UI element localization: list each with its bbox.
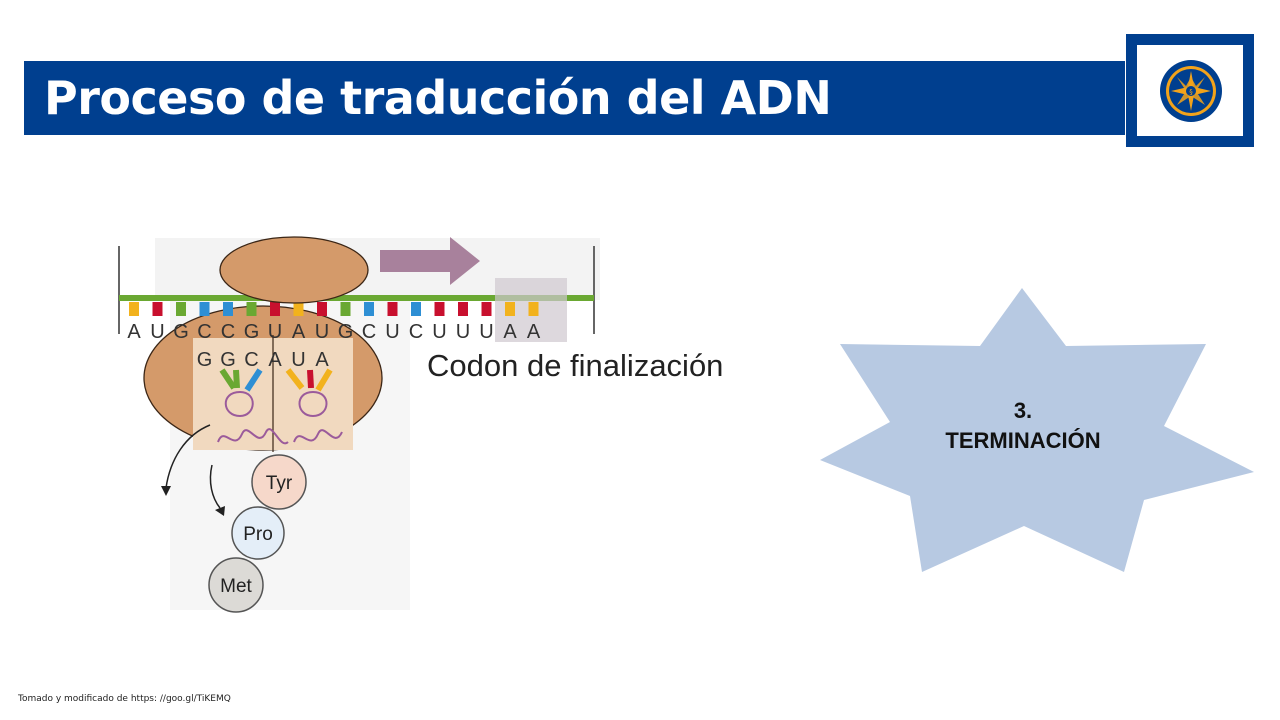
nucleotide-tick [246, 302, 257, 316]
nucleotide-tick [458, 302, 468, 316]
mrna-nucleotide: C [197, 321, 211, 343]
amino-acid-met: Met [208, 557, 264, 613]
anticodon-nucleotide: C [244, 349, 258, 371]
stage-name: TERMINACIÓN [945, 428, 1101, 453]
nucleotide-ticks [129, 302, 539, 316]
anticodon-nucleotide: U [291, 349, 305, 371]
stage-star-shape [820, 288, 1254, 572]
nucleotide-tick [152, 302, 163, 316]
nucleotide-tick [528, 302, 539, 316]
logo-background: § [1137, 45, 1243, 136]
anticodon-nucleotide: A [315, 349, 329, 371]
ribosome-small-subunit [219, 236, 369, 304]
mrna-nucleotide: U [385, 321, 399, 343]
mrna-nucleotide: A [503, 321, 517, 343]
stage-label: 3. TERMINACIÓN [918, 396, 1128, 456]
mrna-nucleotide: A [527, 321, 541, 343]
mrna-nucleotide: U [456, 321, 470, 343]
nucleotide-tick [176, 302, 186, 316]
nucleotide-tick [434, 302, 445, 316]
anticodon-nucleotide: G [220, 349, 236, 371]
source-citation: Tomado y modificado de https: //goo.gl/T… [18, 694, 231, 704]
university-seal-icon: § [1160, 60, 1222, 122]
nucleotide-tick [340, 302, 351, 316]
amino-acid-pro: Pro [231, 506, 285, 560]
mrna-nucleotide: C [362, 321, 376, 343]
amino-acid-tyr: Tyr [251, 454, 307, 510]
mrna-nucleotide: G [173, 321, 189, 343]
stage-number: 3. [1013, 398, 1033, 423]
trna-a-site [285, 368, 343, 443]
nucleotide-tick [505, 302, 515, 316]
stop-codon-label: Codon de finalización [427, 348, 724, 383]
page-title: Proceso de traducción del ADN [44, 71, 832, 125]
ribosome-a-site [273, 338, 353, 450]
nucleotide-tick [129, 302, 139, 316]
mrna-nucleotide: A [127, 321, 141, 343]
nucleotide-tick [481, 302, 492, 316]
nucleotide-tick [293, 302, 304, 316]
trna-p-site [217, 368, 289, 445]
anticodon-nucleotide: A [268, 349, 282, 371]
nucleotide-tick [199, 302, 210, 316]
nucleotide-tick [223, 302, 233, 316]
mrna-strand [119, 295, 594, 301]
nucleotide-tick [317, 302, 327, 316]
release-arrows [161, 424, 225, 516]
title-bar: Proceso de traducción del ADN [24, 61, 1125, 135]
anticodon-nucleotide: G [197, 349, 213, 371]
nucleotide-tick [364, 302, 374, 316]
mrna-nucleotide: C [221, 321, 235, 343]
mrna-nucleotide: G [244, 321, 260, 343]
mrna-nucleotide: U [315, 321, 329, 343]
nucleotide-tick [387, 302, 398, 316]
nucleotide-tick [411, 302, 421, 316]
mrna-nucleotide: A [292, 321, 306, 343]
mrna-nucleotide: U [150, 321, 164, 343]
direction-arrow [380, 237, 480, 285]
svg-text:§: § [1189, 88, 1193, 96]
mrna-nucleotide: U [432, 321, 446, 343]
amino-acid-label: Met [220, 576, 252, 597]
mrna-nucleotide: C [409, 321, 423, 343]
amino-acid-label: Pro [243, 524, 273, 545]
logo-frame: § [1126, 34, 1254, 147]
mrna-nucleotide: G [338, 321, 354, 343]
mrna-nucleotide: U [479, 321, 493, 343]
mrna-nucleotide: U [268, 321, 282, 343]
amino-acid-label: Tyr [266, 473, 293, 494]
nucleotide-tick [270, 302, 280, 316]
